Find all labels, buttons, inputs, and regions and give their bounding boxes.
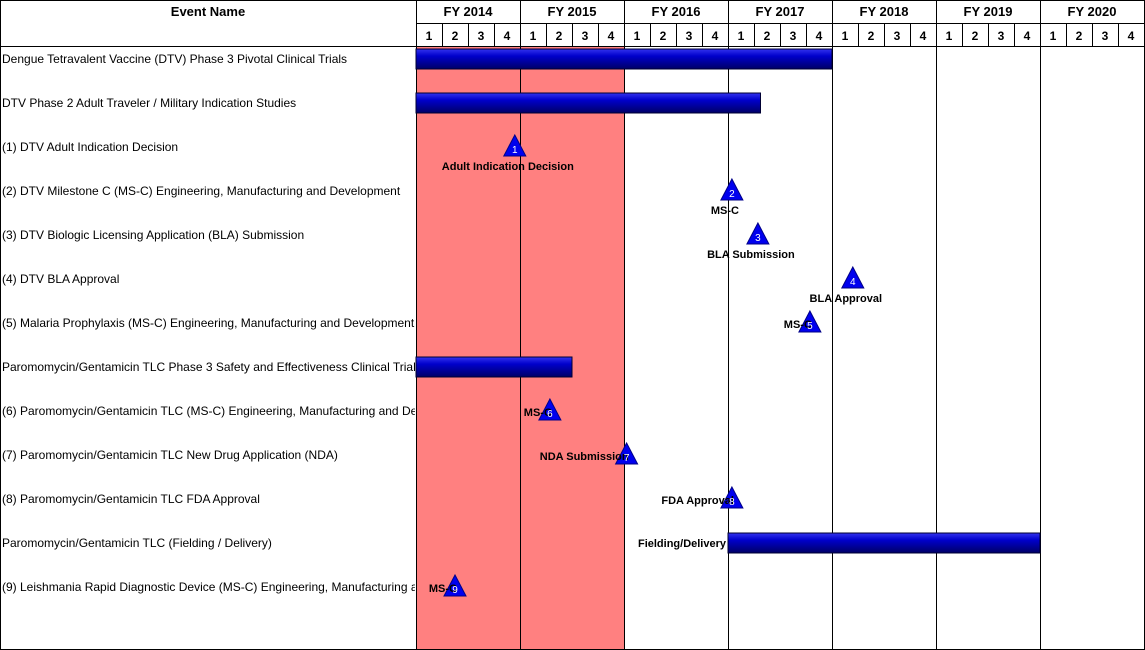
row-label: (7) Paromomycin/Gentamicin TLC New Drug … (2, 448, 338, 462)
milestone-number: 5 (807, 321, 813, 332)
column-header: Event Name (171, 4, 245, 19)
milestone-marker (720, 177, 744, 201)
quarter-label: 3 (478, 29, 485, 43)
milestone-annotation: NDA Submission (540, 451, 629, 463)
milestone-marker (443, 573, 467, 597)
fiscal-year-label: FY 2018 (860, 4, 909, 19)
milestone-number: 1 (512, 145, 518, 156)
quarter-label: 2 (660, 29, 667, 43)
quarter-label: 1 (842, 29, 849, 43)
row-label: DTV Phase 2 Adult Traveler / Military In… (2, 96, 296, 110)
milestone-annotation: MS-C (784, 319, 812, 331)
quarter-label: 1 (634, 29, 641, 43)
task-bar (415, 92, 761, 114)
quarter-label: 1 (946, 29, 953, 43)
task-bar (415, 48, 833, 70)
milestone-number: 7 (624, 453, 630, 464)
milestone-annotation: MS-C (711, 205, 739, 217)
row-label: (2) DTV Milestone C (MS-C) Engineering, … (2, 184, 401, 198)
milestone-marker (538, 397, 562, 421)
row-label: (3) DTV Biologic Licensing Application (… (2, 228, 304, 242)
milestone-number: 8 (729, 497, 735, 508)
quarter-label: 4 (1024, 29, 1031, 43)
quarter-label: 2 (868, 29, 875, 43)
row-label: Paromomycin/Gentamicin TLC (Fielding / D… (2, 536, 272, 550)
milestone-number: 2 (729, 189, 735, 200)
quarter-label: 4 (504, 29, 511, 43)
quarter-label: 2 (764, 29, 771, 43)
quarter-label: 4 (608, 29, 615, 43)
fiscal-year-label: FY 2019 (964, 4, 1013, 19)
milestone-marker (798, 309, 822, 333)
quarter-label: 4 (712, 29, 719, 43)
row-label: (1) DTV Adult Indication Decision (2, 140, 178, 154)
milestone-annotation: BLA Submission (707, 249, 795, 261)
bar-annotation: Fielding/Delivery (638, 538, 727, 550)
milestone-annotation: MS-C (429, 583, 457, 595)
row-label: (8) Paromomycin/Gentamicin TLC FDA Appro… (2, 492, 260, 506)
quarter-label: 1 (530, 29, 537, 43)
quarter-label: 3 (1102, 29, 1109, 43)
milestone-number: 4 (850, 277, 856, 288)
fiscal-year-label: FY 2014 (444, 4, 494, 19)
milestone-annotation: MS-C (524, 407, 552, 419)
quarter-label: 2 (556, 29, 563, 43)
milestone-annotation: BLA Approval (810, 293, 883, 305)
quarter-label: 4 (920, 29, 927, 43)
fiscal-year-label: FY 2015 (548, 4, 597, 19)
milestone-marker (720, 485, 744, 509)
fiscal-year-label: FY 2017 (756, 4, 805, 19)
milestone-marker (614, 441, 639, 465)
quarter-label: 2 (1076, 29, 1083, 43)
milestone-marker (502, 133, 527, 157)
quarter-label: 3 (998, 29, 1005, 43)
fiscal-year-label: FY 2020 (1068, 4, 1117, 19)
quarter-label: 4 (816, 29, 823, 43)
quarter-label: 2 (972, 29, 979, 43)
task-bar (727, 532, 1041, 554)
quarter-label: 4 (1128, 29, 1135, 43)
quarter-label: 3 (686, 29, 693, 43)
quarter-label: 1 (426, 29, 433, 43)
milestone-number: 6 (547, 409, 553, 420)
milestone-number: 9 (452, 585, 458, 596)
row-label: Dengue Tetravalent Vaccine (DTV) Phase 3… (2, 52, 347, 66)
row-label: (4) DTV BLA Approval (2, 272, 119, 286)
fiscal-year-label: FY 2016 (652, 4, 701, 19)
quarter-label: 3 (894, 29, 901, 43)
row-label: (9) Leishmania Rapid Diagnostic Device (… (2, 580, 506, 594)
milestone-number: 3 (755, 233, 761, 244)
quarter-label: 3 (790, 29, 797, 43)
quarter-label: 1 (1050, 29, 1057, 43)
quarter-label: 3 (582, 29, 589, 43)
quarter-label: 2 (452, 29, 459, 43)
milestone-marker (746, 221, 770, 245)
quarter-label: 1 (738, 29, 745, 43)
milestone-marker (840, 265, 865, 289)
row-label: (6) Paromomycin/Gentamicin TLC (MS-C) En… (2, 404, 473, 418)
milestone-annotation: Adult Indication Decision (442, 161, 574, 173)
row-label: Paromomycin/Gentamicin TLC Phase 3 Safet… (2, 360, 422, 374)
row-label: (5) Malaria Prophylaxis (MS-C) Engineeri… (2, 316, 415, 330)
milestone-annotation: FDA Approval (661, 495, 734, 507)
task-bar (415, 356, 573, 378)
